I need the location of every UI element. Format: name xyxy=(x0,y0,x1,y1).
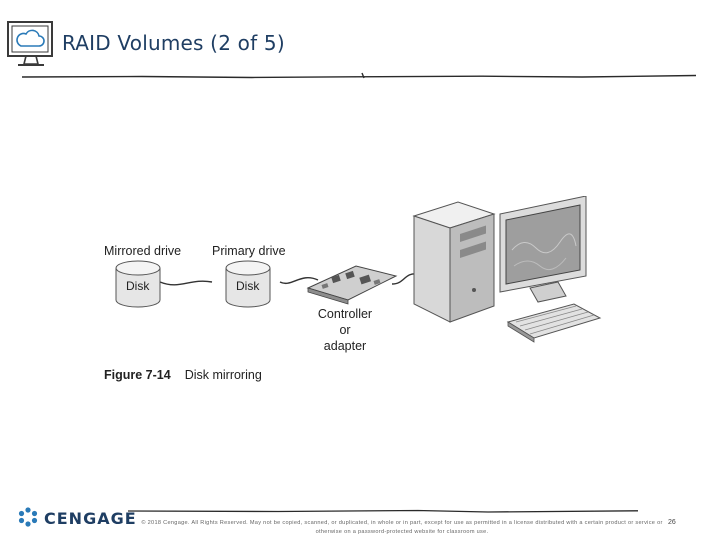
computer-tower-icon xyxy=(412,201,496,323)
controller-label: Controller or adapter xyxy=(314,306,376,354)
controller-label-line: Controller xyxy=(317,307,373,321)
figure-number: Figure 7-14 xyxy=(104,368,171,382)
footer-divider xyxy=(128,509,638,513)
monitor-icon xyxy=(499,196,587,303)
primary-drive-label: Primary drive xyxy=(212,244,286,258)
connection-cable xyxy=(159,277,319,286)
keyboard-icon xyxy=(506,303,602,343)
cengage-logo-icon xyxy=(18,507,38,527)
cloud-monitor-icon xyxy=(7,21,53,66)
figure-caption: Figure 7-14 Disk mirroring xyxy=(104,368,262,382)
controller-card-icon xyxy=(306,265,398,305)
disk-mirroring-figure xyxy=(115,196,602,343)
primary-disk-icon xyxy=(225,260,271,308)
page-title: RAID Volumes (2 of 5) xyxy=(62,31,285,55)
controller-label-line: adapter xyxy=(323,339,367,353)
figure-caption-text: Disk mirroring xyxy=(184,368,262,382)
header-divider xyxy=(22,72,696,79)
page-number: 26 xyxy=(668,519,676,526)
controller-label-line: or xyxy=(339,323,351,337)
mirrored-disk-icon xyxy=(115,260,161,308)
cengage-wordmark: CENGAGE xyxy=(44,509,137,528)
mirrored-drive-label: Mirrored drive xyxy=(104,244,182,258)
disk-label-mirrored: Disk xyxy=(126,279,150,293)
copyright-notice: © 2018 Cengage. All Rights Reserved. May… xyxy=(141,520,663,535)
disk-label-primary: Disk xyxy=(236,279,260,293)
